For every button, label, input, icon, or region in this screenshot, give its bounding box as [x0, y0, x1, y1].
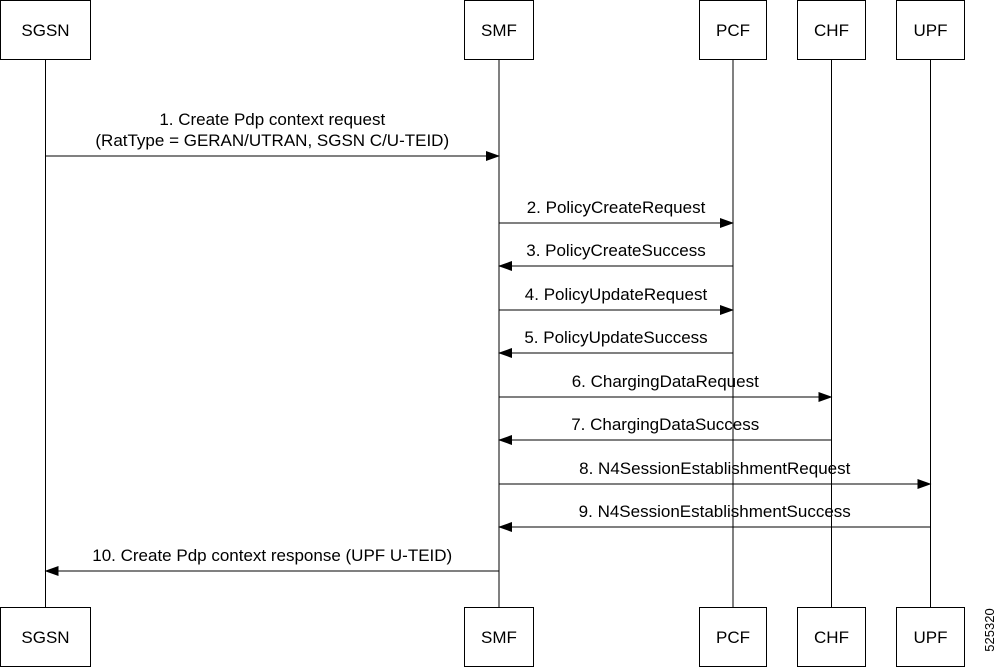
message-label: 7. ChargingDataSuccess — [571, 415, 759, 434]
participant-label: PCF — [716, 628, 750, 647]
message-label: (RatType = GERAN/UTRAN, SGSN C/U-TEID) — [95, 131, 449, 150]
participant-box-bottom-pcf: PCF — [699, 607, 767, 667]
message-label: 5. PolicyUpdateSuccess — [524, 328, 707, 347]
message-6: 6. ChargingDataRequest — [499, 372, 833, 402]
participant-label: CHF — [814, 628, 849, 647]
message-4: 4. PolicyUpdateRequest — [499, 285, 734, 315]
figure-id-label: 525320 — [982, 608, 997, 651]
participant-label: SGSN — [21, 21, 69, 40]
message-9: 9. N4SessionEstablishmentSuccess — [498, 502, 931, 532]
participant-box-bottom-smf: SMF — [464, 607, 534, 667]
participant-label: SGSN — [21, 628, 69, 647]
participant-label: UPF — [914, 628, 948, 647]
participant-label: CHF — [814, 21, 849, 40]
participant-box-bottom-sgsn: SGSN — [0, 607, 91, 667]
participant-box-top-smf: SMF — [464, 0, 534, 60]
message-3: 3. PolicyCreateSuccess — [498, 241, 733, 271]
participant-box-bottom-upf: UPF — [896, 607, 965, 667]
participant-label: SMF — [481, 21, 517, 40]
participant-label: UPF — [914, 21, 948, 40]
participant-label: PCF — [716, 21, 750, 40]
message-label: 10. Create Pdp context response (UPF U-T… — [92, 546, 452, 565]
message-1: 1. Create Pdp context request (RatType = … — [45, 110, 500, 161]
participant-box-top-pcf: PCF — [699, 0, 767, 60]
participant-box-top-chf: CHF — [797, 0, 866, 60]
message-5: 5. PolicyUpdateSuccess — [498, 328, 733, 358]
message-label: 8. N4SessionEstablishmentRequest — [579, 459, 850, 478]
messages: 1. Create Pdp context request (RatType = … — [44, 110, 932, 576]
message-8: 8. N4SessionEstablishmentRequest — [499, 459, 932, 489]
message-7: 7. ChargingDataSuccess — [498, 415, 832, 445]
message-label: 9. N4SessionEstablishmentSuccess — [579, 502, 851, 521]
message-label: 3. PolicyCreateSuccess — [526, 241, 706, 260]
participant-box-top-upf: UPF — [896, 0, 965, 60]
message-10: 10. Create Pdp context response (UPF U-T… — [44, 546, 499, 576]
message-label: 4. PolicyUpdateRequest — [525, 285, 708, 304]
participant-box-bottom-chf: CHF — [797, 607, 866, 667]
message-label: 2. PolicyCreateRequest — [527, 198, 706, 217]
message-label: 1. Create Pdp context request — [159, 110, 385, 129]
participant-box-top-sgsn: SGSN — [0, 0, 91, 60]
message-label: 6. ChargingDataRequest — [572, 372, 759, 391]
participant-label: SMF — [481, 628, 517, 647]
message-2: 2. PolicyCreateRequest — [499, 198, 734, 228]
